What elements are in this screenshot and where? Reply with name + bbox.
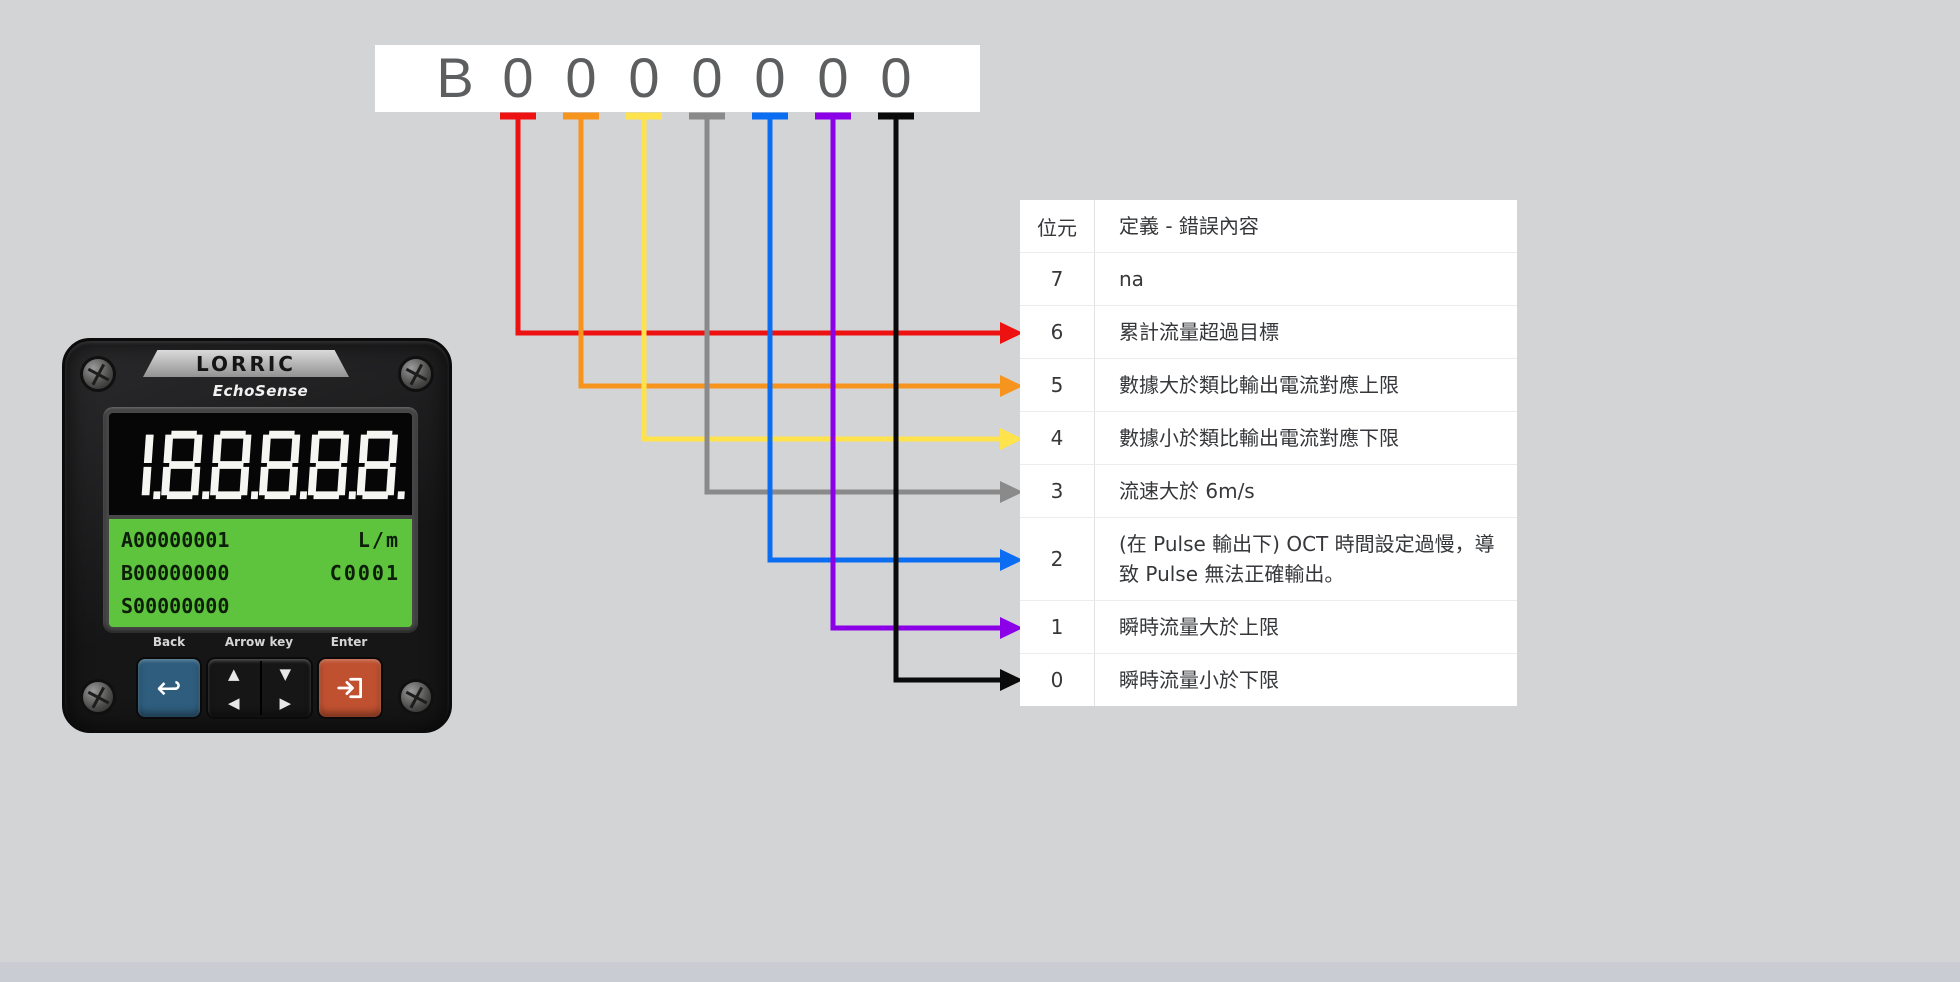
screw-icon bbox=[398, 679, 434, 715]
code-char: B bbox=[436, 45, 474, 109]
table-row: 2 (在 Pulse 輸出下) OCT 時間設定過慢，導致 Pulse 無法正確… bbox=[1020, 518, 1517, 601]
label-arrow-key: Arrow key bbox=[224, 635, 294, 649]
enter-icon bbox=[337, 677, 362, 699]
desc-cell: 流速大於 6m/s bbox=[1119, 479, 1255, 503]
key-labels: Back Arrow key Enter bbox=[65, 635, 449, 651]
table-row: 6 累計流量超過目標 bbox=[1020, 306, 1517, 359]
bit-table: 位元 定義 - 錯誤內容 7 na 6 累計流量超過目標 5 數據大於類比輸出電… bbox=[1020, 200, 1517, 706]
bit-cell: 6 bbox=[1020, 306, 1095, 358]
table-row: 4 數據小於類比輸出電流對應下限 bbox=[1020, 412, 1517, 465]
code-char: 0 bbox=[880, 45, 912, 109]
desc-cell: na bbox=[1119, 267, 1144, 291]
bit-cell: 3 bbox=[1020, 465, 1095, 517]
brand-logo: LORRIC bbox=[196, 351, 296, 376]
arrow-right-icon: ▶ bbox=[279, 693, 292, 712]
label-back: Back bbox=[152, 635, 186, 649]
screw-icon bbox=[80, 679, 116, 715]
screw-icon bbox=[398, 356, 434, 392]
back-arrow-icon: ↩ bbox=[156, 670, 182, 706]
bit-cell: 1 bbox=[1020, 601, 1095, 653]
desc-cell: (在 Pulse 輸出下) OCT 時間設定過慢，導致 Pulse 無法正確輸出… bbox=[1119, 532, 1495, 586]
arrow-keys: ▲ ▼ ◀ ▶ bbox=[206, 657, 313, 719]
seven-segment-panel bbox=[109, 413, 412, 515]
desc-cell: 瞬時流量小於下限 bbox=[1119, 668, 1279, 692]
bit-cell: 5 bbox=[1020, 359, 1095, 411]
table-row: 7 na bbox=[1020, 253, 1517, 306]
bit-cell: 4 bbox=[1020, 412, 1095, 464]
back-button: ↩ bbox=[136, 657, 202, 719]
screw-icon bbox=[80, 356, 116, 392]
model-name: EchoSense bbox=[212, 382, 309, 400]
table-header: 位元 定義 - 錯誤內容 bbox=[1020, 200, 1517, 253]
bottom-strip bbox=[0, 962, 1960, 982]
code-char: 0 bbox=[817, 45, 849, 109]
bit-cell: 0 bbox=[1020, 654, 1095, 706]
brand-plate: LORRIC bbox=[143, 350, 349, 377]
code-char: 0 bbox=[565, 45, 597, 109]
arrow-left-icon: ◀ bbox=[227, 693, 240, 712]
bit-cell: 2 bbox=[1020, 518, 1095, 600]
code-char: 0 bbox=[628, 45, 660, 109]
code-char: 0 bbox=[502, 45, 534, 109]
table-row: 5 數據大於類比輸出電流對應上限 bbox=[1020, 359, 1517, 412]
label-enter: Enter bbox=[330, 635, 368, 649]
keypad: ↩ ▲ ▼ ◀ ▶ bbox=[65, 657, 449, 721]
bit-cell: 7 bbox=[1020, 253, 1095, 305]
desc-cell: 瞬時流量大於上限 bbox=[1119, 615, 1279, 639]
seven-segment-display bbox=[141, 430, 405, 500]
header-bit: 位元 bbox=[1020, 200, 1095, 252]
desc-cell: 數據小於類比輸出電流對應下限 bbox=[1119, 426, 1399, 450]
table-row: 0 瞬時流量小於下限 bbox=[1020, 654, 1517, 706]
arrow-down-icon: ▼ bbox=[279, 664, 292, 683]
table-row: 1 瞬時流量大於上限 bbox=[1020, 601, 1517, 654]
code-char: 0 bbox=[691, 45, 723, 109]
code-char: 0 bbox=[754, 45, 786, 109]
bit-table-body: 7 na 6 累計流量超過目標 5 數據大於類比輸出電流對應上限 4 數據小於類… bbox=[1020, 253, 1517, 706]
desc-cell: 數據大於類比輸出電流對應上限 bbox=[1119, 373, 1399, 397]
lcd-line: S00000000 bbox=[121, 594, 230, 618]
header-desc: 定義 - 錯誤內容 bbox=[1119, 214, 1259, 238]
table-row: 3 流速大於 6m/s bbox=[1020, 465, 1517, 518]
arrow-up-icon: ▲ bbox=[227, 664, 240, 683]
enter-button bbox=[317, 657, 383, 719]
desc-cell: 累計流量超過目標 bbox=[1119, 320, 1279, 344]
